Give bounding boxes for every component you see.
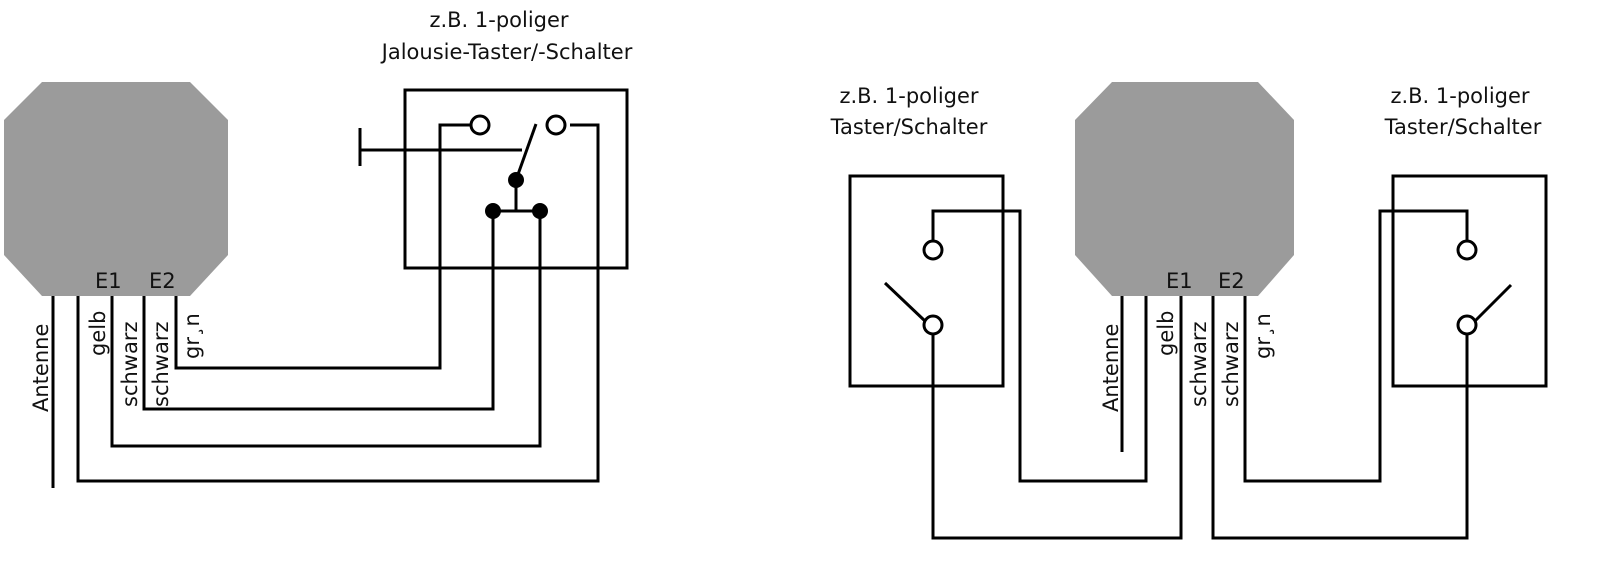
left-device-e1-label: E1 [95, 269, 122, 293]
right-device-e2-label: E2 [1218, 269, 1245, 293]
left-wire-label-gelb: gelb [86, 311, 110, 356]
left-switch-contact-2 [545, 114, 567, 136]
right-switch-left-title-line2: Taster/Schalter [830, 115, 988, 139]
left-wire-schwarz-2 [142, 211, 495, 411]
left-switch-node-right [532, 203, 548, 219]
left-wire-schwarz-1 [110, 211, 542, 448]
right-wire-label-gelb: gelb [1154, 311, 1178, 356]
left-switch-contact-1 [469, 114, 491, 136]
right-switch-right-title-line2: Taster/Schalter [1384, 115, 1542, 139]
right-wire-label-schwarz-2: schwarz [1219, 322, 1243, 408]
left-diagram: E1 E2 Antenne gelb schwarz schwarz gr¸n … [4, 8, 633, 488]
left-wire-label-antenne: Antenne [29, 324, 53, 412]
left-switch-blade [514, 123, 538, 181]
left-switch-node-left [485, 203, 501, 219]
right-switch-left-blade [883, 281, 927, 323]
right-switch-left-frame [848, 174, 1005, 388]
right-switch-right-frame [1391, 174, 1548, 388]
right-switch-right-title-line1: z.B. 1-poliger [1390, 84, 1529, 108]
right-wire-schwarz-2 [1211, 296, 1469, 540]
right-wire-label-antenne: Antenne [1099, 324, 1123, 412]
right-wire-label-schwarz-1: schwarz [1187, 322, 1211, 408]
left-switch-frame [403, 88, 629, 270]
right-wire-schwarz-1 [931, 296, 1183, 540]
right-wire-label-gruen: gr¸n [1251, 313, 1275, 359]
left-wire-gelb [76, 123, 600, 483]
right-wire-gruen [1243, 209, 1469, 483]
right-switch-right-contact-bottom [1456, 314, 1478, 336]
right-device-body [1075, 82, 1294, 296]
left-switch-title-line2: Jalousie-Taster/-Schalter [380, 40, 633, 64]
left-wire-label-schwarz-2: schwarz [149, 322, 173, 408]
left-wire-label-gruen: gr¸n [180, 313, 204, 359]
left-switch-actuator [358, 128, 522, 166]
right-switch-left-title-line1: z.B. 1-poliger [839, 84, 978, 108]
left-wire-label-schwarz-1: schwarz [118, 322, 142, 408]
right-switch-right-contact-top [1456, 239, 1478, 261]
right-device-e1-label: E1 [1166, 269, 1193, 293]
left-switch-title-line1: z.B. 1-poliger [429, 8, 568, 32]
left-wire-gruen [174, 123, 470, 370]
right-wire-gelb [931, 209, 1148, 483]
left-device-e2-label: E2 [149, 269, 176, 293]
left-device-body [4, 82, 228, 296]
right-switch-left-contact-top [922, 239, 944, 261]
left-switch-node-center [508, 172, 524, 188]
right-switch-left-contact-bottom [922, 314, 944, 336]
right-switch-right-blade [1473, 283, 1513, 323]
right-diagram: E1 E2 Antenne gelb schwarz schwarz gr¸n … [830, 82, 1548, 540]
